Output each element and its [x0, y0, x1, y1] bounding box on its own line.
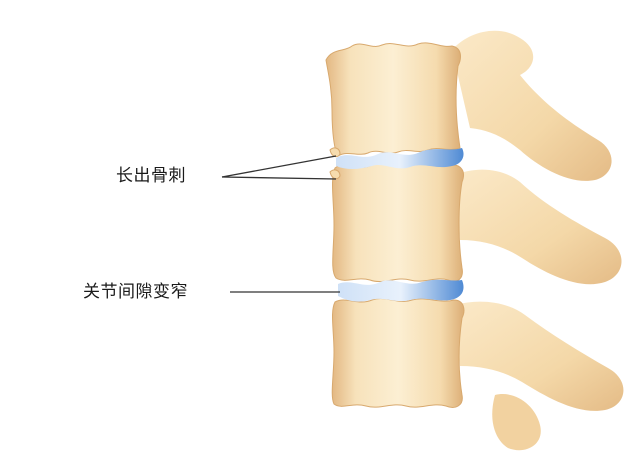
facet-joint-lower	[492, 394, 541, 451]
spinous-process-middle	[455, 169, 622, 285]
label-joint-narrowing: 关节间隙变窄	[83, 282, 188, 302]
leader-lines	[221, 155, 340, 293]
spur-upper	[329, 147, 341, 158]
vertebra-top	[325, 42, 461, 157]
disc-upper	[336, 148, 464, 169]
disc-lower	[338, 279, 464, 302]
spinous-processes	[452, 30, 624, 451]
spinous-process-bottom	[455, 301, 624, 411]
spinous-process-top	[452, 30, 612, 181]
vertebra-middle	[331, 163, 464, 283]
spur-lower	[329, 169, 341, 180]
intervertebral-discs	[336, 148, 464, 302]
vertebral-bodies	[325, 42, 465, 408]
bone-spurs	[329, 147, 341, 180]
vertebra-bottom	[331, 298, 465, 408]
leader-line-spur-lower	[221, 176, 337, 180]
leader-line-spur-upper	[221, 155, 337, 178]
label-bone-spurs: 长出骨刺	[116, 166, 186, 186]
